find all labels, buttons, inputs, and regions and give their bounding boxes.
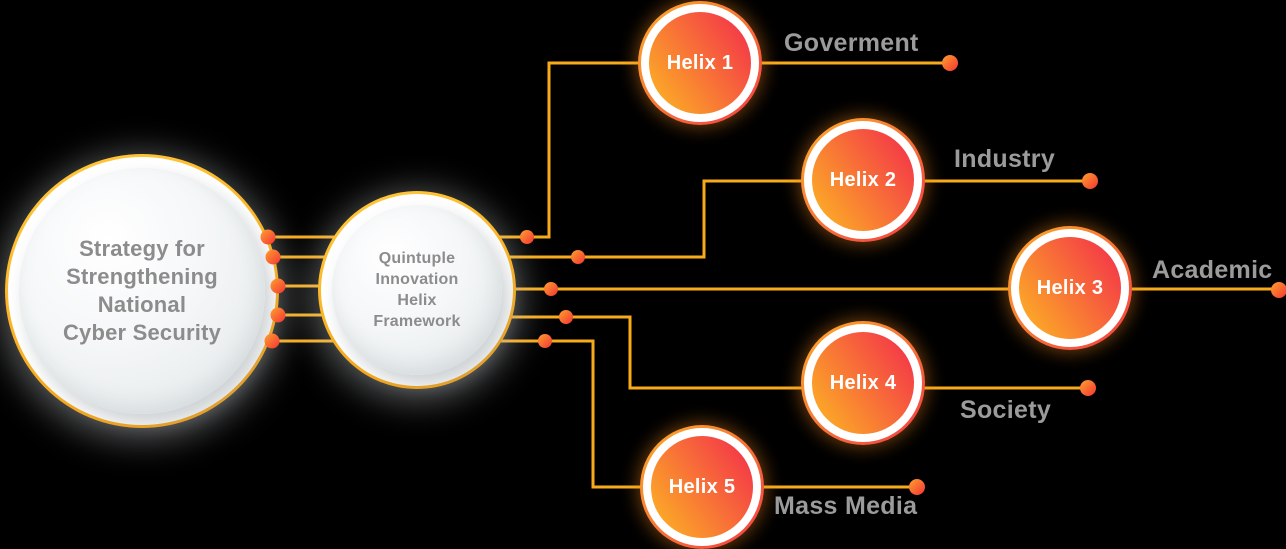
category-label-goverment: Goverment: [784, 29, 919, 57]
helix-3-ring: Helix 3: [1011, 229, 1129, 347]
hub-text-line: Framework: [373, 313, 461, 330]
endpoint-dot-industry: [1082, 173, 1098, 189]
helix-3-core: Helix 3: [1019, 237, 1121, 339]
category-label-society: Society: [960, 396, 1052, 424]
helix-1-ring: Helix 1: [641, 4, 759, 122]
endpoint-dot-goverment: [942, 55, 958, 71]
helix-1-label: Helix 1: [666, 51, 734, 74]
strategy-edge-dot: [260, 229, 276, 245]
hub-output-dot: [571, 250, 585, 264]
hub-output-dot: [559, 310, 573, 324]
strategy-edge-dot: [265, 249, 281, 265]
strategy-text-line: Strategy for: [79, 236, 205, 261]
strategy-circle-text: Strategy for Strengthening National Cybe…: [19, 168, 265, 414]
helix-1-core: Helix 1: [649, 12, 751, 114]
helix-4-label: Helix 4: [829, 371, 897, 394]
helix-2-core: Helix 2: [812, 129, 914, 231]
helix-2-label: Helix 2: [829, 168, 897, 191]
strategy-circle-disc: Strategy for Strengthening National Cybe…: [8, 157, 276, 425]
strategy-text-line: Strengthening: [66, 264, 218, 289]
strategy-circle: Strategy for Strengthening National Cybe…: [5, 154, 279, 428]
helix-4-node: Helix 4: [801, 321, 925, 445]
category-label-industry: Industry: [954, 145, 1056, 173]
endpoint-dot-society: [1080, 380, 1096, 396]
endpoint-dot-academic: [1271, 282, 1286, 298]
hub-text-line: Quintuple: [378, 250, 456, 267]
category-label-mass-media: Mass Media: [774, 492, 918, 520]
hub-text-line: Helix: [397, 292, 437, 309]
hub-circle-text: Quintuple Innovation Helix Framework: [332, 205, 502, 375]
helix-1-node: Helix 1: [638, 1, 762, 125]
helix-4-ring: Helix 4: [804, 324, 922, 442]
helix-5-ring: Helix 5: [643, 428, 761, 546]
strategy-text-line: National: [97, 292, 187, 317]
endpoint-dot-mass-media: [909, 479, 925, 495]
strategy-edge-dot: [270, 307, 286, 323]
hub-output-dot: [538, 334, 552, 348]
strategy-edge-dot: [264, 333, 280, 349]
hub-circle: Quintuple Innovation Helix Framework: [318, 191, 516, 389]
hub-circle-disc: Quintuple Innovation Helix Framework: [321, 194, 513, 386]
hub-output-dot: [544, 282, 558, 296]
strategy-text-line: Cyber Security: [62, 320, 222, 345]
helix-3-node: Helix 3: [1008, 226, 1132, 350]
helix-2-ring: Helix 2: [804, 121, 922, 239]
helix-5-core: Helix 5: [651, 436, 753, 538]
helix-3-label: Helix 3: [1036, 276, 1104, 299]
hub-output-dot: [520, 230, 534, 244]
helix-5-label: Helix 5: [668, 475, 736, 498]
hub-text-line: Innovation: [375, 271, 459, 288]
helix-2-node: Helix 2: [801, 118, 925, 242]
category-label-academic: Academic: [1152, 256, 1273, 284]
strategy-edge-dot: [270, 278, 286, 294]
helix-4-core: Helix 4: [812, 332, 914, 434]
helix-5-node: Helix 5: [640, 425, 764, 549]
